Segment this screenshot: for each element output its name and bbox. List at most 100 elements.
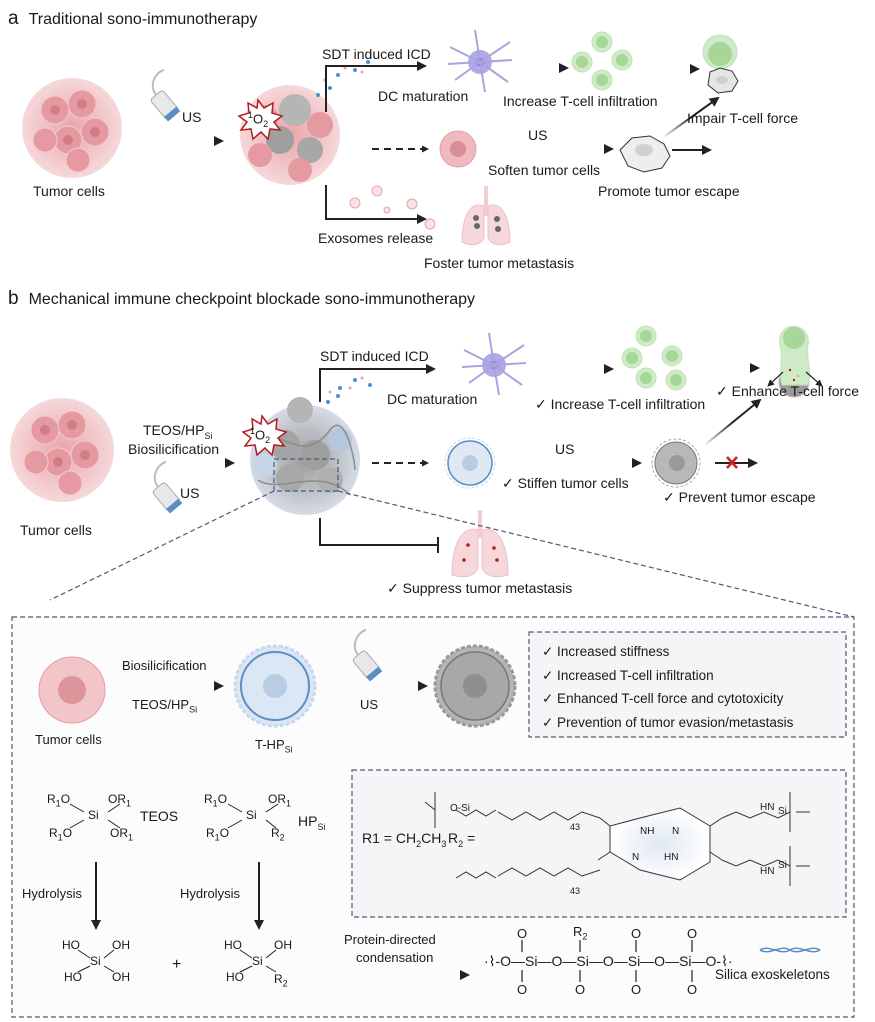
sdt-icd-label-b: SDT induced ICD xyxy=(320,348,429,364)
tumor-cluster-a xyxy=(22,78,122,178)
exosomes-icon xyxy=(349,185,436,230)
tumor-cell-icon-detail xyxy=(38,656,106,724)
panel-a-letter: a xyxy=(8,8,19,29)
us-label-b: US xyxy=(180,485,200,501)
blocked-cross-icon xyxy=(726,456,738,469)
hydrolyzed-hpsi-structure xyxy=(239,949,277,973)
silica-o-bottom-4: O xyxy=(687,982,698,997)
ultrasound-probe-icon xyxy=(152,461,183,514)
silica-network-structure xyxy=(521,940,693,982)
silica-chain-text: ·⌇-O—Si—O—Si—O—Si—O—Si—O-⌇· xyxy=(484,953,733,969)
teos-si: Si xyxy=(88,808,99,822)
zoom-region-box xyxy=(273,458,339,492)
benefit-item: ✓ Enhanced T-cell force and cytotoxicity xyxy=(542,691,784,706)
dc-maturation-label-a: DC maturation xyxy=(378,88,469,104)
enhance-force-label-b: ✓ Enhance T-cell force xyxy=(716,383,859,399)
silane-si-top-left: O-Si xyxy=(450,803,470,814)
t-cells-icon xyxy=(621,325,687,391)
teos-structure xyxy=(69,803,121,829)
dc-maturation-label-b: DC maturation xyxy=(387,391,478,407)
hydro-hpsi-ho-bl: HO xyxy=(226,970,244,984)
condensation-label-1: Protein-directed xyxy=(344,932,436,947)
r1-definition: R1 = CH2CH3 xyxy=(362,830,447,849)
peg-repeat-bottom: 43 xyxy=(570,886,581,896)
teos-label-detail: TEOS/HPSi xyxy=(132,697,198,715)
silica-exoskeleton-label: Silica exoskeletons xyxy=(715,967,830,982)
escape-label-a: Promote tumor escape xyxy=(598,183,740,199)
silica-o-bottom-1: O xyxy=(517,982,528,997)
singlet-oxygen-burst-icon xyxy=(237,98,284,141)
silica-exoskeleton-icon xyxy=(759,947,821,953)
arrow-enhance-b xyxy=(705,398,762,445)
hydro-hpsi-r2: R2 xyxy=(274,972,288,989)
us-label-b-mid: US xyxy=(555,441,575,457)
tumor-cells-label-a: Tumor cells xyxy=(33,183,105,199)
stiff-cell-icon-detail xyxy=(433,644,517,728)
silicic-acid-structure xyxy=(77,949,115,973)
us-label-a-mid: US xyxy=(528,127,548,143)
hpsi-structure xyxy=(227,803,279,829)
tumor-cells-label-detail: Tumor cells xyxy=(35,732,102,747)
singlet-oxygen-label-b: 1O2 xyxy=(250,426,271,445)
impair-force-label-a: Impair T-cell force xyxy=(687,110,798,126)
plus-sign: + xyxy=(172,956,182,973)
exosome-label-a: Exosomes release xyxy=(318,230,434,246)
benefit-item: ✓ Prevention of tumor evasion/metastasis xyxy=(542,714,794,730)
hydro-hpsi-si: Si xyxy=(252,954,263,968)
arrow-sdt-a xyxy=(325,61,427,112)
r2-definition: R2 = xyxy=(448,830,476,849)
silicic-si: Si xyxy=(90,954,101,968)
condensation-label-2: condensation xyxy=(356,950,434,965)
arrow-exosome-a xyxy=(325,185,427,224)
silica-o-bottom-2: O xyxy=(575,982,586,997)
teos-r1o-tl: R1O xyxy=(47,792,71,809)
hydrolysis-label-2: Hydrolysis xyxy=(180,886,240,901)
silica-o-top-3: O xyxy=(631,926,642,941)
teos-name-label: TEOS xyxy=(140,808,179,824)
tcell-infiltration-label-a: Increase T-cell infiltration xyxy=(503,93,658,109)
silica-o-bottom-3: O xyxy=(631,982,642,997)
silicic-oh-br: OH xyxy=(112,970,130,984)
us-label-detail: US xyxy=(360,697,379,712)
tumor-cells-label-b: Tumor cells xyxy=(20,522,92,538)
benefits-list: ✓ Increased stiffness ✓ Increased T-cell… xyxy=(542,640,793,734)
singlet-oxygen-label-a: 1O2 xyxy=(248,110,269,129)
stiff-tumor-cell-icon-b xyxy=(651,438,701,488)
teos-label-b: TEOS/HPSi xyxy=(143,422,213,441)
hpsi-r1o-tl: R1O xyxy=(204,792,228,809)
porphyrin-nh-1: NH xyxy=(640,826,655,837)
hpsi-si: Si xyxy=(246,808,257,822)
silicic-ho-tl: HO xyxy=(62,938,80,952)
tcell-attack-icon-a xyxy=(702,34,739,94)
ultrasound-probe-icon xyxy=(352,629,383,682)
hydro-hpsi-oh-tr: OH xyxy=(274,938,292,952)
hpsi-name-label: HPSi xyxy=(298,813,326,832)
teos-or1-br: OR1 xyxy=(110,826,134,843)
arrow-sdt-b xyxy=(319,364,436,402)
panel-b-letter: b xyxy=(8,288,19,309)
zoom-connector-left xyxy=(49,490,275,601)
benefits-box xyxy=(528,631,847,738)
tcell-infiltration-label-b: ✓ Increase T-cell infiltration xyxy=(535,396,706,412)
soft-tumor-cell-icon-a xyxy=(619,135,671,173)
suppress-metastasis-label-b: ✓ Suppress tumor metastasis xyxy=(387,580,573,596)
dendritic-cell-icon xyxy=(461,332,527,396)
benefit-item: ✓ Increased T-cell infiltration xyxy=(542,667,714,683)
tcell-attack-icon-b xyxy=(767,325,823,398)
prevent-escape-label-b: ✓ Prevent tumor escape xyxy=(663,489,816,505)
zoom-connector-right xyxy=(337,490,855,618)
porphyrin-n-1: N xyxy=(672,826,680,837)
hpsi-r2: R2 xyxy=(271,826,285,843)
hpsi-or1-tr: OR1 xyxy=(268,792,292,809)
biosilicification-label-detail: Biosilicification xyxy=(122,658,207,673)
hydrolysis-label-1: Hydrolysis xyxy=(22,886,82,901)
lungs-icon-b xyxy=(451,510,509,578)
peg-repeat-top: 43 xyxy=(570,822,581,832)
hpsi-r1o-bl: R1O xyxy=(206,826,230,843)
hydro-hpsi-ho-tl: HO xyxy=(224,938,242,952)
dendritic-cell-icon xyxy=(447,29,513,93)
t-hpsi-label: T-HPSi xyxy=(255,737,293,755)
r2-porphyrin-structure xyxy=(424,792,810,886)
